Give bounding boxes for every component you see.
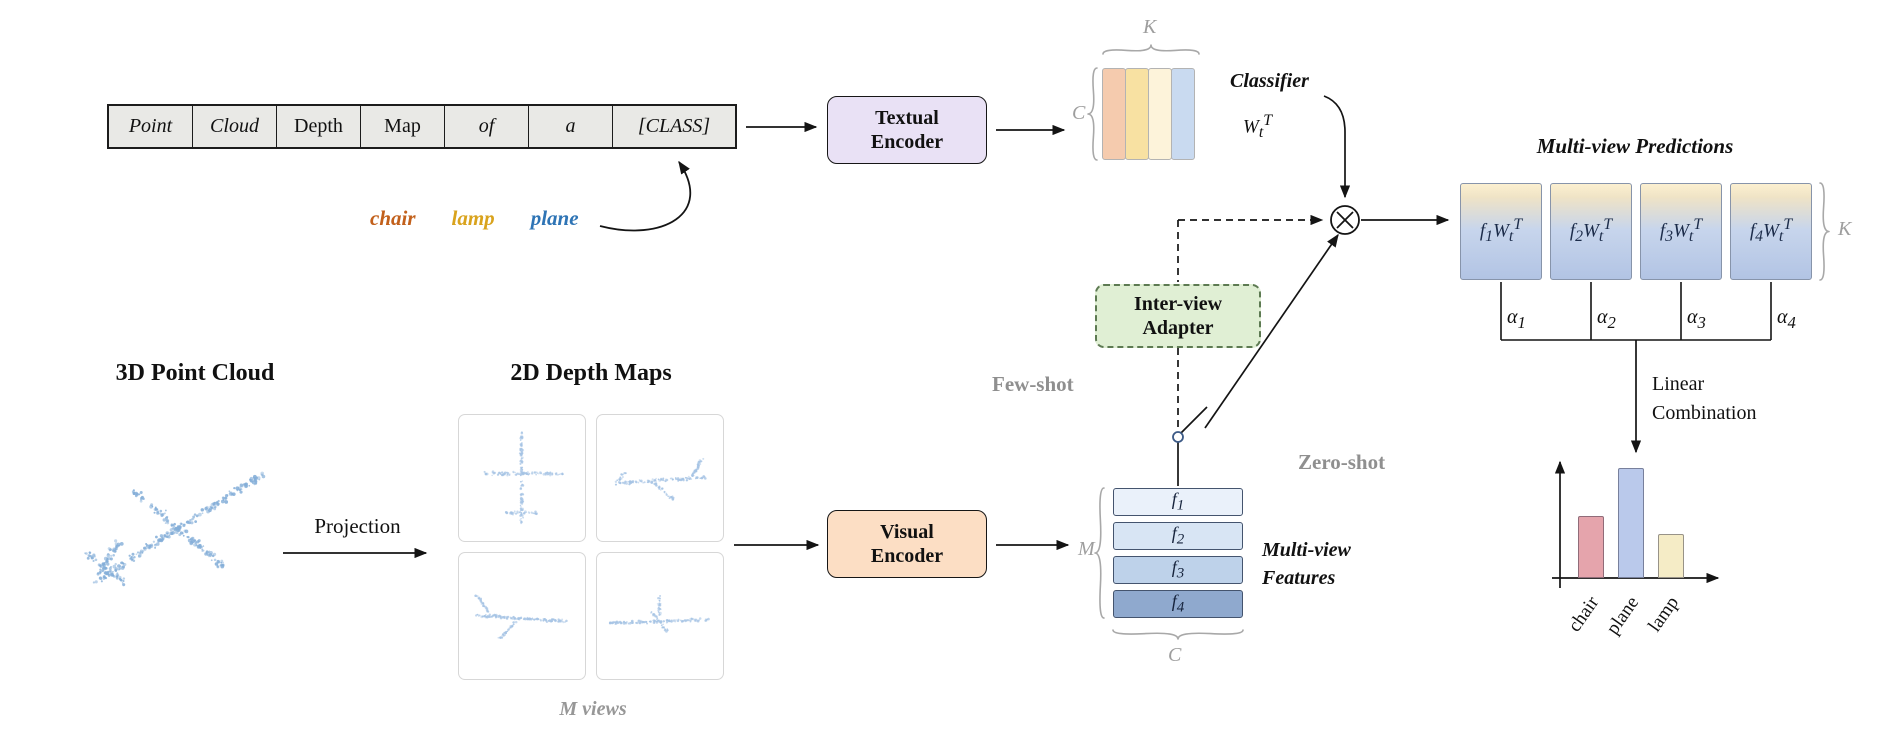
chart-bar-plane: [1618, 468, 1644, 578]
classifier-title: Classifier: [1230, 70, 1309, 93]
pointcloud-image: [58, 412, 303, 627]
feature-label-3: f3: [1172, 557, 1185, 583]
class-word-list: chair lamp plane: [370, 206, 579, 231]
projection-label: Projection: [280, 514, 435, 539]
class-word-plane: plane: [531, 206, 579, 231]
alpha-4: α4: [1777, 306, 1796, 333]
depthmap-image-3: [459, 553, 584, 678]
depthmaps-title: 2D Depth Maps: [466, 360, 716, 387]
zero-shot-label: Zero-shot: [1298, 450, 1385, 475]
prompt-cell-of: of: [445, 106, 529, 147]
linear-combination-line1: Linear: [1652, 370, 1756, 399]
class-word-lamp: lamp: [452, 206, 495, 231]
classifier-column-3: [1148, 68, 1172, 160]
prompt-cell-depth: Depth: [277, 106, 361, 147]
prompt-cell-point: Point: [109, 106, 193, 147]
visual-encoder-line1: Visual: [880, 520, 934, 544]
few-shot-label: Few-shot: [992, 372, 1074, 397]
prediction-label-3: f3WtT: [1660, 216, 1702, 246]
classifier-k-label: K: [1143, 16, 1156, 39]
features-c-label: C: [1168, 644, 1181, 667]
multiview-predictions-title: Multi-view Predictions: [1470, 134, 1800, 159]
textual-encoder-line1: Textual: [875, 106, 939, 130]
visual-encoder-box: Visual Encoder: [827, 510, 987, 578]
prediction-label-1: f1WtT: [1480, 216, 1522, 246]
prompt-cell-a: a: [529, 106, 613, 147]
feature-row-4: f4: [1113, 590, 1243, 618]
multiview-features-caption: Multi-view Features: [1262, 536, 1351, 592]
prediction-label-4: f4WtT: [1750, 216, 1792, 246]
textual-encoder-box: Textual Encoder: [827, 96, 987, 164]
linear-combination-label: Linear Combination: [1652, 370, 1756, 428]
predictions-k-label: K: [1838, 218, 1851, 241]
feature-label-2: f2: [1172, 523, 1185, 549]
prediction-box-3: f3WtT: [1640, 183, 1722, 280]
depthmap-image-4: [597, 553, 722, 678]
prompt-cell-map: Map: [361, 106, 445, 147]
depthmap-cell-2: [596, 414, 724, 542]
adapter-line2: Adapter: [1142, 316, 1213, 340]
prompt-cell-cloud: Cloud: [193, 106, 277, 147]
pointcloud-title: 3D Point Cloud: [80, 360, 310, 387]
feature-row-3: f3: [1113, 556, 1243, 584]
features-caption-line2: Features: [1262, 564, 1351, 592]
prediction-box-1: f1WtT: [1460, 183, 1542, 280]
features-caption-line1: Multi-view: [1262, 536, 1351, 564]
textual-encoder-line2: Encoder: [871, 130, 943, 154]
feature-row-1: f1: [1113, 488, 1243, 516]
linear-combination-line2: Combination: [1652, 399, 1756, 428]
adapter-line1: Inter-view: [1134, 292, 1222, 316]
features-m-label: M: [1078, 538, 1095, 561]
prompt-cell-class: [CLASS]: [613, 106, 735, 147]
visual-encoder-line2: Encoder: [871, 544, 943, 568]
feature-row-2: f2: [1113, 522, 1243, 550]
classifier-weight-symbol: WtT: [1243, 112, 1272, 142]
feature-label-4: f4: [1172, 591, 1185, 617]
chart-bar-chair: [1578, 516, 1604, 578]
classifier-column-4: [1171, 68, 1195, 160]
prompt-table: Point Cloud Depth Map of a [CLASS]: [107, 104, 737, 149]
classifier-weight-columns: [1103, 68, 1195, 160]
classifier-column-2: [1125, 68, 1149, 160]
depthmap-cell-4: [596, 552, 724, 680]
class-word-chair: chair: [370, 206, 416, 231]
chart-bar-lamp: [1658, 534, 1684, 578]
depthmap-cell-3: [458, 552, 586, 680]
inter-view-adapter-box: Inter-view Adapter: [1095, 284, 1261, 348]
prediction-label-2: f2WtT: [1570, 216, 1612, 246]
alpha-1: α1: [1507, 306, 1526, 333]
depthmap-cell-1: [458, 414, 586, 542]
alpha-3: α3: [1687, 306, 1706, 333]
m-views-caption: M views: [518, 698, 668, 721]
feature-label-1: f1: [1172, 489, 1185, 515]
classifier-column-1: [1102, 68, 1126, 160]
alpha-2: α2: [1597, 306, 1616, 333]
depthmap-image-2: [597, 415, 722, 540]
prediction-box-4: f4WtT: [1730, 183, 1812, 280]
prediction-box-2: f2WtT: [1550, 183, 1632, 280]
depthmap-image-1: [459, 415, 584, 540]
classifier-c-label: C: [1072, 102, 1085, 125]
